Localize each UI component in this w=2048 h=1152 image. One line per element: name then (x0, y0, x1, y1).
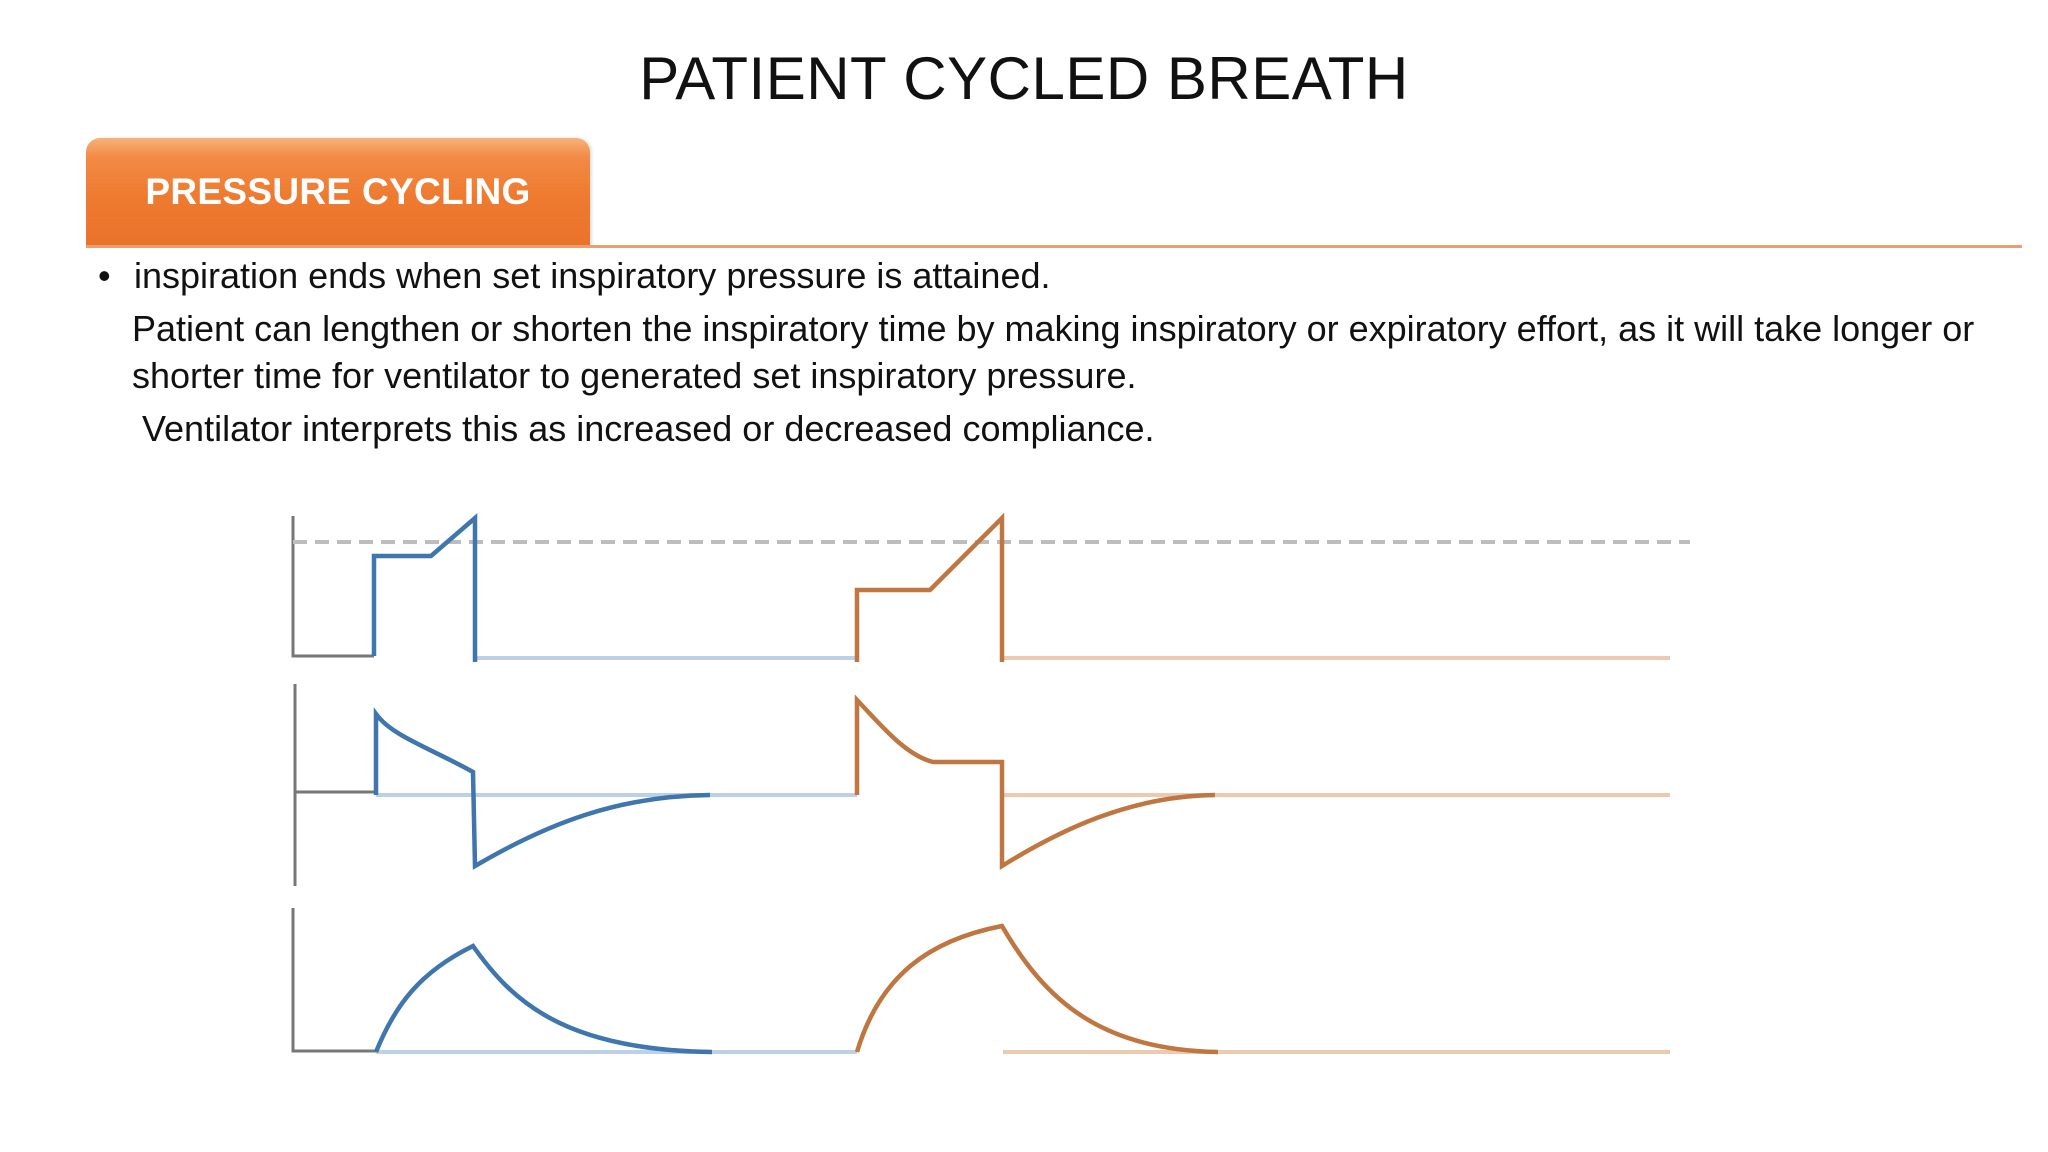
bullet-text: inspiration ends when set inspiratory pr… (134, 255, 1051, 296)
bullet-item: • inspiration ends when set inspiratory … (96, 252, 2026, 299)
flow-panel (293, 684, 1670, 886)
volume-axis (291, 908, 376, 1053)
volume-wave-breath-2 (854, 923, 1219, 1055)
explanation-paragraph: Patient can lengthen or shorten the insp… (132, 308, 1975, 396)
flow-wave-breath-2 (854, 694, 1216, 871)
pressure-wave-breath-2 (854, 512, 1005, 662)
volume-wave-breath-1 (373, 943, 713, 1055)
pressure-panel (291, 512, 1690, 662)
slide-body: • inspiration ends when set inspiratory … (96, 252, 2026, 452)
slide-title: PATIENT CYCLED BREATH (639, 45, 1409, 112)
volume-panel (291, 908, 1670, 1055)
section-tab: PRESSURE CYCLING (86, 138, 590, 246)
pressure-wave-breath-1 (371, 513, 478, 662)
pressure-axis (291, 516, 374, 658)
flow-wave-breath-1 (373, 707, 711, 870)
bullet-dot: • (98, 255, 111, 296)
section-divider (86, 245, 2022, 248)
compliance-note: Ventilator interprets this as increased … (142, 408, 1155, 449)
section-tab-label: PRESSURE CYCLING (145, 171, 531, 212)
